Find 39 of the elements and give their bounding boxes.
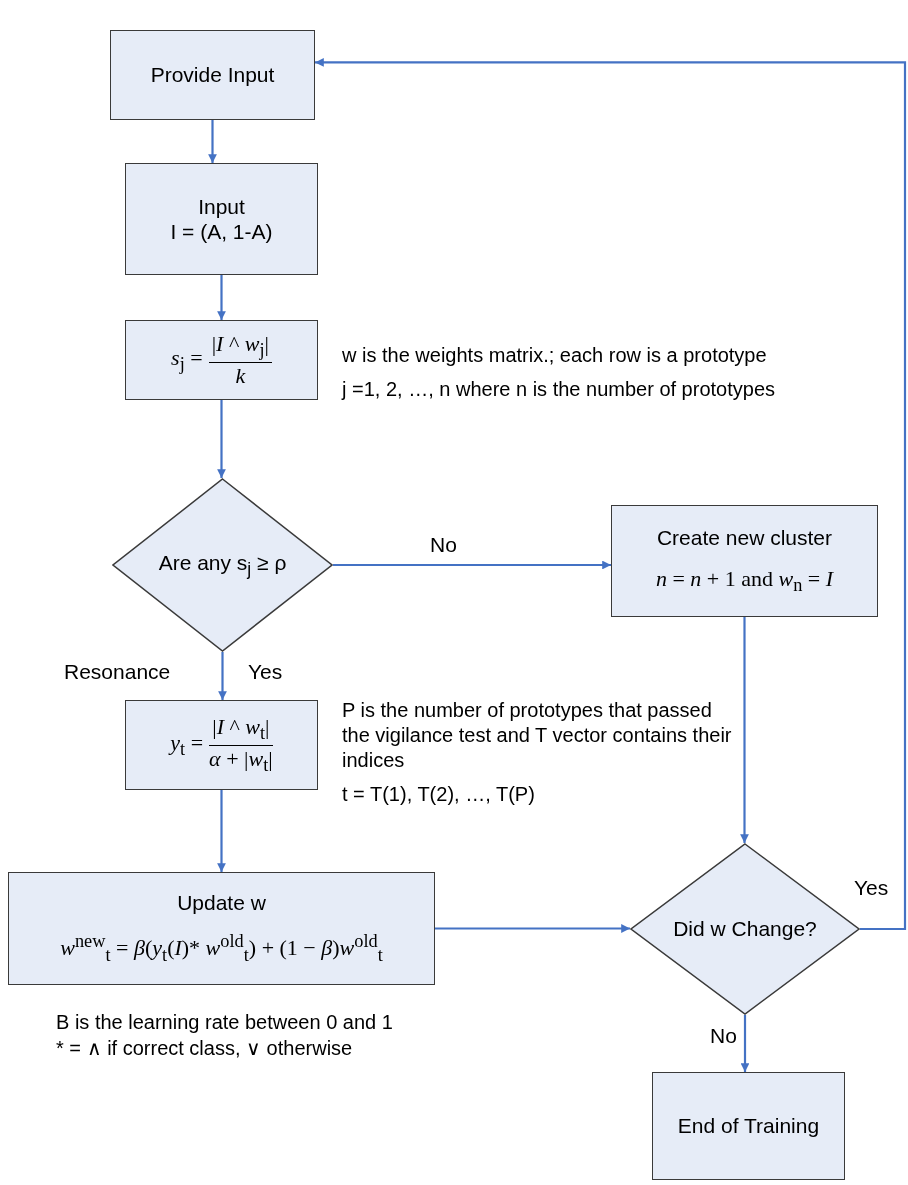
process-box xyxy=(8,872,435,985)
formula-numerator: |I ^ w$_{j}$| xyxy=(208,331,272,363)
arrow xyxy=(435,924,630,933)
formula-text: s$_{j}$ = xyxy=(171,344,203,376)
node-text: Create new cluster xyxy=(656,524,833,550)
node-text: End of Training xyxy=(677,1113,820,1139)
arrow xyxy=(740,617,749,843)
arrow xyxy=(740,1015,750,1072)
node-text: Are any s$_{j}$ ≥ ρ xyxy=(158,549,287,581)
note-text: w is the weights matrix.; each row is a prototype xyxy=(342,343,768,368)
process-box xyxy=(125,320,318,400)
node-text: Input xyxy=(198,193,245,219)
node-text: Update w xyxy=(177,890,266,916)
arrow xyxy=(333,560,611,570)
formula-denominator: α + |w$_{t}$| xyxy=(209,745,273,776)
process-box xyxy=(125,700,318,790)
formula-text: y$_{t}$ = xyxy=(170,729,204,761)
process-box xyxy=(110,30,315,120)
arrow xyxy=(315,58,907,931)
decision-diamond xyxy=(112,478,333,652)
arrow xyxy=(217,275,226,320)
formula-numerator: |I ^ w$_{t}$| xyxy=(209,714,273,746)
formula-denominator: k xyxy=(235,362,246,389)
process-box xyxy=(125,163,318,275)
note-text: B is the learning rate between 0 and 1 xyxy=(56,1010,394,1035)
process-box xyxy=(611,505,878,617)
node-text: Did w Change? xyxy=(673,916,817,942)
arrow xyxy=(218,652,227,700)
arrow xyxy=(217,400,226,478)
note-text: j =1, 2, …, n where n is the number of prototypes xyxy=(342,377,776,402)
arrow xyxy=(217,790,226,872)
node-text: Provide Input xyxy=(150,62,275,88)
arrow xyxy=(208,120,217,163)
node-text: I = (A, 1-A) xyxy=(170,219,273,245)
note-text: * = ∧ if correct class, ∨ otherwise xyxy=(56,1036,354,1061)
process-box xyxy=(652,1072,845,1180)
note-text: t = T(1), T(2), …, T(P) xyxy=(342,782,536,807)
note-text: P is the number of prototypes that passed the vigilance test and T vector contains their indices xyxy=(342,698,733,773)
formula-text: n = n + 1 and w$_{n}$ = I xyxy=(655,565,834,598)
